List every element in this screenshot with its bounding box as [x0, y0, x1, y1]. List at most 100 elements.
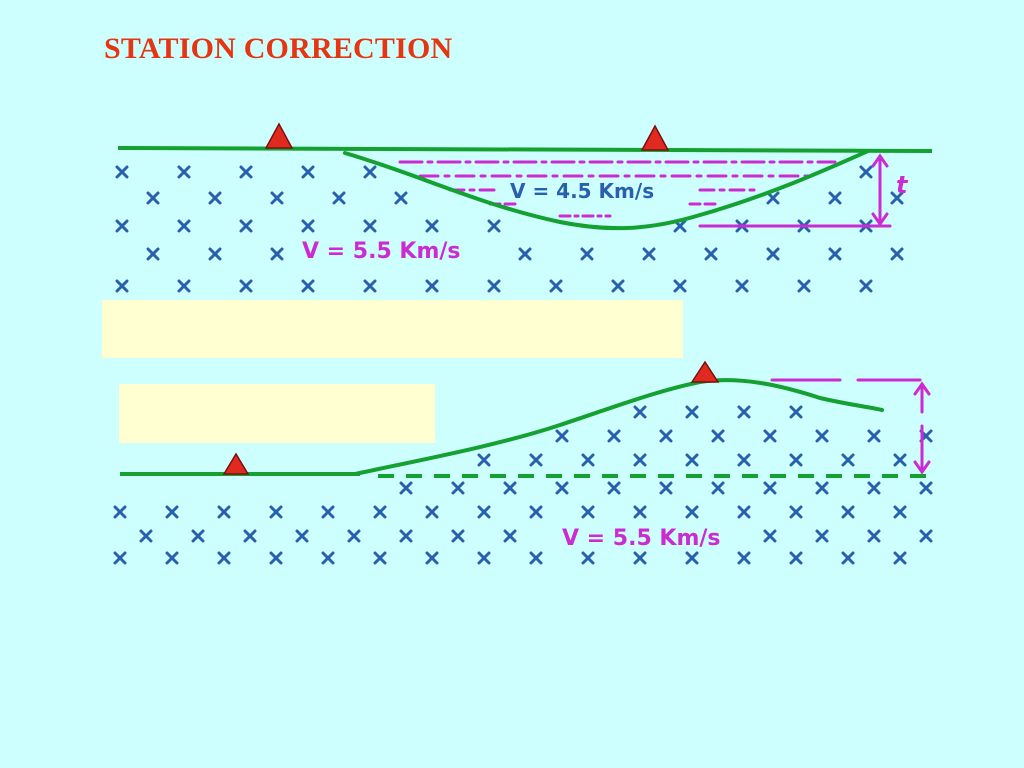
lower-bedrock-velocity-label: V = 5.5 Km/s	[562, 526, 721, 551]
rock-cross-symbol	[529, 453, 543, 467]
rock-cross-symbol	[191, 529, 205, 543]
rock-cross-symbol	[607, 481, 621, 495]
rock-cross-symbol	[789, 453, 803, 467]
rock-cross-symbol	[789, 405, 803, 419]
rock-cross-symbol	[766, 191, 780, 205]
rock-cross-symbol	[332, 191, 346, 205]
rock-cross-symbol	[373, 505, 387, 519]
rock-cross-symbol	[477, 453, 491, 467]
blank-text-box-1	[102, 300, 683, 358]
rock-cross-symbol	[269, 505, 283, 519]
rock-cross-symbol	[425, 279, 439, 293]
rock-cross-symbol	[685, 453, 699, 467]
rock-cross-symbol	[766, 247, 780, 261]
rock-cross-symbol	[711, 481, 725, 495]
rock-cross-symbol	[841, 551, 855, 565]
rock-cross-symbol	[115, 165, 129, 179]
rock-cross-symbol	[503, 529, 517, 543]
lower-bedrock-crosses	[113, 405, 933, 565]
rock-cross-symbol	[321, 505, 335, 519]
rock-cross-symbol	[113, 551, 127, 565]
rock-cross-symbol	[177, 165, 191, 179]
rock-cross-symbol	[763, 429, 777, 443]
rock-cross-symbol	[146, 191, 160, 205]
rock-cross-symbol	[893, 453, 907, 467]
rock-cross-symbol	[269, 551, 283, 565]
rock-cross-symbol	[659, 481, 673, 495]
rock-cross-symbol	[239, 279, 253, 293]
rock-cross-symbol	[113, 505, 127, 519]
rock-cross-symbol	[177, 279, 191, 293]
rock-cross-symbol	[425, 219, 439, 233]
rock-cross-symbol	[208, 191, 222, 205]
rock-cross-symbol	[607, 429, 621, 443]
rock-cross-symbol	[487, 219, 501, 233]
rock-cross-symbol	[893, 551, 907, 565]
rock-cross-symbol	[815, 481, 829, 495]
rock-cross-symbol	[893, 505, 907, 519]
rock-cross-symbol	[394, 191, 408, 205]
slide-title: STATION CORRECTION	[104, 32, 453, 65]
rock-cross-symbol	[503, 481, 517, 495]
rock-cross-symbol	[581, 551, 595, 565]
rock-cross-symbol	[737, 551, 751, 565]
rock-cross-symbol	[704, 247, 718, 261]
rock-cross-symbol	[555, 481, 569, 495]
low-velocity-basin-boundary	[343, 149, 870, 231]
rock-cross-symbol	[890, 191, 904, 205]
rock-cross-symbol	[115, 219, 129, 233]
rock-cross-symbol	[633, 405, 647, 419]
rock-cross-symbol	[642, 247, 656, 261]
low-velocity-label: V = 4.5 Km/s	[510, 179, 654, 203]
rock-cross-symbol	[867, 481, 881, 495]
rock-cross-symbol	[673, 279, 687, 293]
rock-cross-symbol	[828, 191, 842, 205]
rock-cross-symbol	[633, 453, 647, 467]
rock-cross-symbol	[301, 219, 315, 233]
rock-cross-symbol	[239, 219, 253, 233]
rock-cross-symbol	[633, 551, 647, 565]
rock-cross-symbol	[555, 429, 569, 443]
rock-cross-symbol	[735, 279, 749, 293]
thickness-label: t	[896, 171, 909, 199]
rock-cross-symbol	[549, 279, 563, 293]
rock-cross-symbol	[477, 505, 491, 519]
rock-cross-symbol	[115, 279, 129, 293]
rock-cross-symbol	[321, 551, 335, 565]
rock-cross-symbol	[165, 505, 179, 519]
rock-cross-symbol	[301, 279, 315, 293]
rock-cross-symbol	[890, 247, 904, 261]
rock-cross-symbol	[737, 453, 751, 467]
rock-cross-symbol	[685, 551, 699, 565]
rock-cross-symbol	[529, 505, 543, 519]
lower-station-marker-2	[690, 360, 720, 383]
rock-cross-symbol	[815, 529, 829, 543]
rock-cross-symbol	[611, 279, 625, 293]
upper-bedrock-crosses	[115, 165, 904, 293]
rock-cross-symbol	[243, 529, 257, 543]
rock-cross-symbol	[581, 505, 595, 519]
rock-cross-symbol	[815, 429, 829, 443]
rock-cross-symbol	[373, 551, 387, 565]
rock-cross-symbol	[919, 529, 933, 543]
rock-cross-symbol	[270, 247, 284, 261]
blank-text-box-2	[119, 384, 435, 443]
upper-panel: t V = 4.5 Km/s V = 5.5 Km/s	[115, 122, 933, 293]
rock-cross-symbol	[867, 529, 881, 543]
rock-cross-symbol	[177, 219, 191, 233]
rock-cross-symbol	[165, 551, 179, 565]
rock-cross-symbol	[737, 405, 751, 419]
upper-station-marker-2	[640, 124, 670, 151]
rock-cross-symbol	[711, 429, 725, 443]
rock-cross-symbol	[139, 529, 153, 543]
rock-cross-symbol	[363, 279, 377, 293]
rock-cross-symbol	[399, 481, 413, 495]
rock-cross-symbol	[828, 247, 842, 261]
rock-cross-symbol	[347, 529, 361, 543]
lower-station-marker-1	[222, 452, 250, 475]
rock-cross-symbol	[425, 551, 439, 565]
rock-cross-symbol	[789, 505, 803, 519]
upper-station-marker-1	[264, 122, 294, 149]
rock-cross-symbol	[919, 481, 933, 495]
